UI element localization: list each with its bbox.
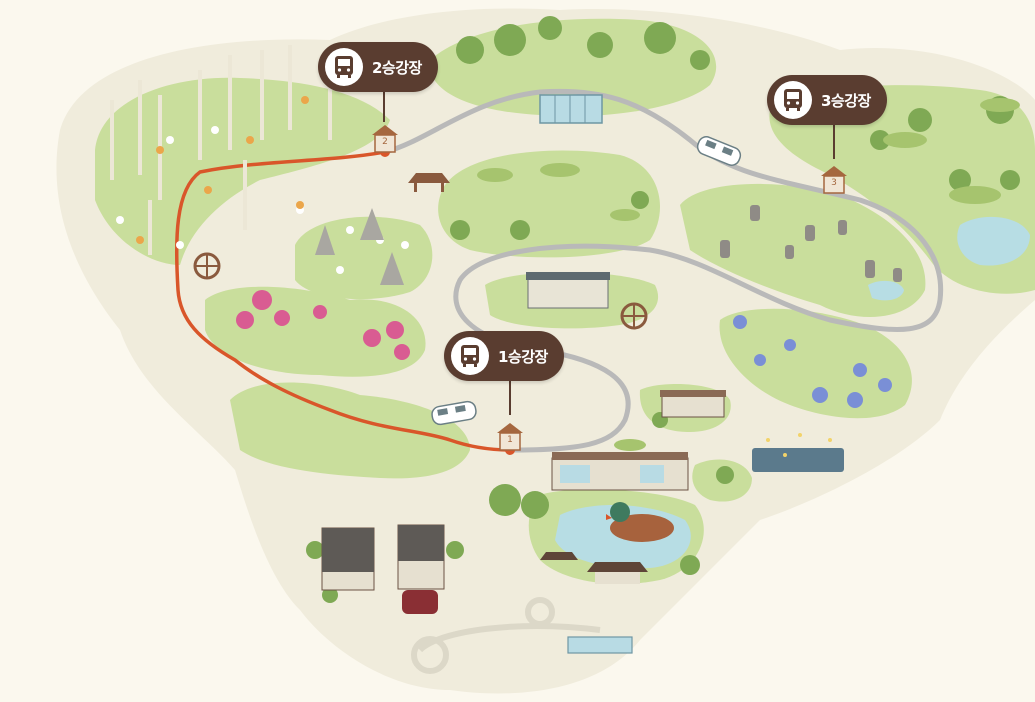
orange-flowers [136,96,309,244]
bus-icon [325,48,363,86]
station-1-pin-stem [509,381,511,415]
station-1-number: 1 [507,435,513,445]
hydrangea-garden-zone[interactable] [719,308,912,419]
hydrangea-flowers [733,315,892,408]
pond-pavilion [540,552,648,584]
station-1-signpost [497,423,523,451]
small-hanok [660,390,726,418]
birch-forest-zone[interactable] [95,77,390,266]
duck [606,502,674,542]
wetland-zone[interactable] [230,382,470,479]
parking-shelter [567,636,633,654]
entrance-paths [411,597,601,674]
station-3-signpost [821,166,847,194]
tree-clusters [306,16,1020,603]
station-2-number: 2 [382,137,388,147]
rock-garden-zone[interactable] [680,183,926,317]
museum-buildings [321,524,445,614]
tram-icon [696,136,742,166]
tram-track [382,88,944,453]
station-2-callout[interactable]: 2승강장 [318,42,438,92]
stone-garden-zone[interactable] [295,216,433,300]
station-1-callout[interactable]: 1승강장 [444,331,564,381]
rock-pond [868,280,904,301]
station-3-callout[interactable]: 3승강장 [767,75,887,125]
station-3-pin-stem [833,125,835,159]
walking-route [174,150,512,452]
water-wheel [193,252,221,280]
firefly-hall [752,433,844,472]
tram-icon [431,400,477,426]
bus-icon [774,81,812,119]
station-2-pin-stem [383,92,385,122]
station-3-number: 3 [831,178,837,188]
hanok-building [526,272,610,309]
station-3-label: 3승강장 [821,91,871,110]
azalea-flowers [236,290,410,360]
water-wheel [620,302,648,330]
birch-trees [110,45,332,255]
stone-pagodas [315,208,404,285]
greenhouse [539,94,603,124]
station-2-signpost [372,125,398,153]
bus-icon [451,337,489,375]
pine-trees [477,98,1020,451]
station-2-label: 2승강장 [372,58,422,77]
rocks [720,205,902,282]
pine-pond [957,216,1030,266]
station-1-label: 1승강장 [498,347,548,366]
pavilion [408,173,450,192]
visitor-center [551,452,689,491]
